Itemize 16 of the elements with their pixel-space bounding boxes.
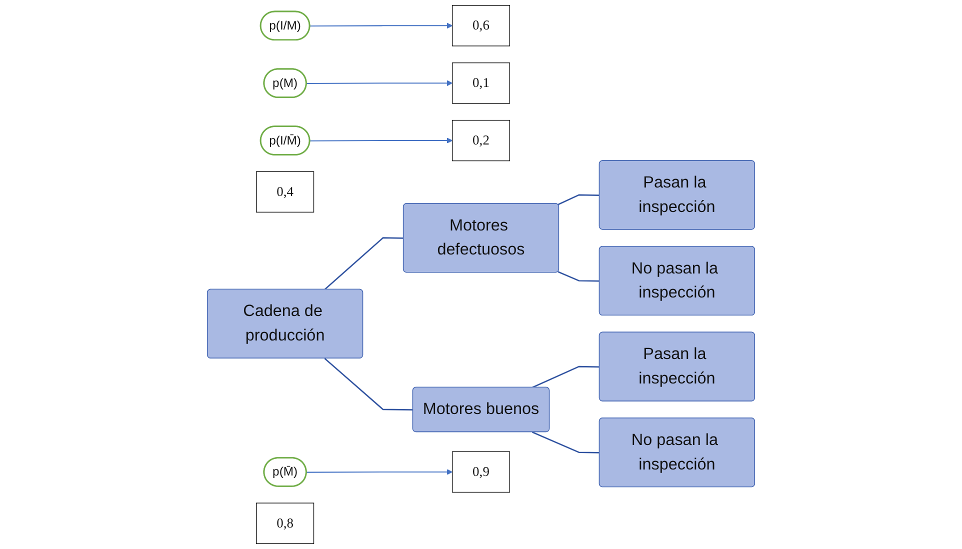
connector [532,431,600,454]
connector [558,194,600,206]
arrow [306,469,453,475]
node-box: 0,8 [256,502,314,544]
arrow [306,80,453,86]
connector [558,271,600,282]
connector [532,366,600,388]
arrow [310,22,453,29]
node-box: 0,9 [452,451,510,493]
node-box: 0,1 [452,62,510,104]
connector [324,358,414,410]
connector [324,237,404,290]
arrow [310,138,453,144]
node-box: 0,6 [452,5,510,46]
node-box: 0,2 [452,120,510,162]
node-box: 0,4 [256,171,314,212]
